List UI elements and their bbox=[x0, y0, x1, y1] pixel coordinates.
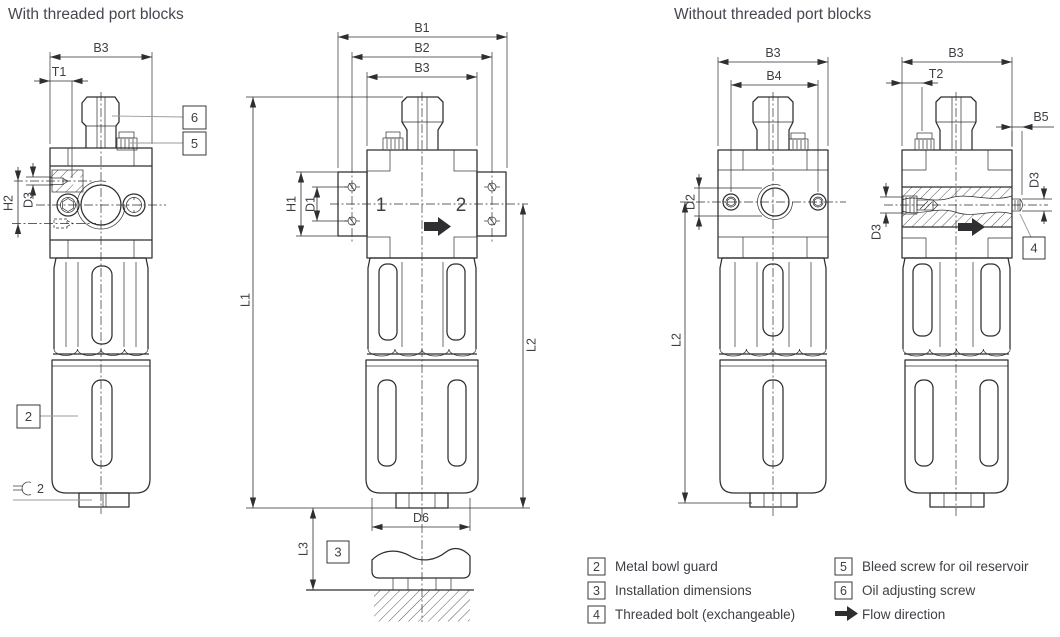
callout-4: 4 bbox=[1030, 241, 1037, 256]
flow-direction-arrow-icon-v4 bbox=[958, 218, 985, 236]
callout-3-box bbox=[326, 540, 350, 564]
callout-3: 3 bbox=[334, 545, 341, 560]
dim-label-b1: B1 bbox=[414, 21, 429, 35]
legend-key-box-4 bbox=[587, 605, 606, 624]
legend-key-5: 5 bbox=[840, 560, 847, 574]
callout-5-box bbox=[182, 131, 207, 156]
dim-label-h2: H2 bbox=[1, 195, 15, 211]
dim-label-d1: D1 bbox=[303, 196, 317, 212]
legend-label-metal-bowl-guard: Metal bowl guard bbox=[615, 559, 718, 574]
dim-label-d6: D6 bbox=[413, 511, 429, 525]
legend-label-flow-direction: Flow direction bbox=[862, 607, 945, 622]
legend-key-box-6 bbox=[834, 581, 853, 600]
section-title-without-blocks: Without threaded port blocks bbox=[674, 6, 872, 23]
callout-5: 5 bbox=[191, 136, 198, 151]
legend-key-6: 6 bbox=[840, 584, 847, 598]
view-side-without-port-blocks: B3 T2 B5 D3 D3 4 bbox=[869, 46, 1054, 516]
dim-label-l3: L3 bbox=[296, 542, 310, 556]
port-2-label: 2 bbox=[456, 195, 467, 216]
legend-key-3: 3 bbox=[593, 584, 600, 598]
legend-label-threaded-bolt: Threaded bolt (exchangeable) bbox=[615, 607, 795, 622]
legend-label-bleed-screw: Bleed screw for oil reservoir bbox=[862, 559, 1029, 574]
dim-label-t1: T1 bbox=[52, 65, 67, 79]
legend-flow-direction-arrow-icon bbox=[835, 606, 858, 621]
legend: 2 Metal bowl guard 3 Installation dimens… bbox=[587, 557, 1029, 624]
legend-key-box-3 bbox=[587, 581, 606, 600]
view-front-without-port-blocks: B3 B4 D2 L2 bbox=[669, 46, 846, 516]
callout-2: 2 bbox=[25, 409, 32, 424]
dim-label-b5: B5 bbox=[1033, 110, 1048, 124]
legend-label-oil-adjusting-screw: Oil adjusting screw bbox=[862, 583, 976, 598]
legend-key-box-2 bbox=[587, 557, 606, 576]
callout-6-box bbox=[182, 105, 207, 130]
callout-2-box bbox=[16, 404, 41, 429]
dim-label-l2-v3: L2 bbox=[669, 333, 683, 347]
dim-label-d3-left: D3 bbox=[869, 224, 883, 240]
dim-label-b3: B3 bbox=[93, 41, 108, 55]
dim-label-l2: L2 bbox=[524, 338, 538, 352]
dim-label-h1: H1 bbox=[284, 196, 298, 212]
wrench-size-icon bbox=[13, 481, 32, 496]
view-front-with-port-blocks: 1 2 B1 B2 B3 H1 bbox=[238, 21, 538, 622]
dim-label-b3-v4: B3 bbox=[948, 46, 963, 60]
dim-label-b2: B2 bbox=[414, 41, 429, 55]
dim-label-d3: D3 bbox=[21, 192, 35, 208]
section-title-with-blocks: With threaded port blocks bbox=[8, 6, 184, 23]
dim-label-b3-v3: B3 bbox=[765, 46, 780, 60]
legend-key-2: 2 bbox=[593, 560, 600, 574]
legend-label-installation-dimensions: Installation dimensions bbox=[615, 583, 752, 598]
dim-label-d3-right: D3 bbox=[1027, 172, 1041, 188]
legend-key-box-5 bbox=[834, 557, 853, 576]
port-block-screws bbox=[344, 182, 500, 226]
dim-label-b3-front: B3 bbox=[414, 61, 429, 75]
port-1-label: 1 bbox=[376, 195, 387, 216]
dim-label-t2: T2 bbox=[929, 67, 944, 81]
view-side-with-port-blocks: B3 T1 H2 D3 6 5 2 2 bbox=[1, 41, 207, 514]
legend-key-4: 4 bbox=[593, 608, 600, 622]
dim-label-l1: L1 bbox=[238, 293, 252, 307]
flow-direction-arrow-icon bbox=[424, 217, 451, 236]
wrench-size-label: 2 bbox=[37, 482, 44, 496]
callout-6: 6 bbox=[191, 110, 198, 125]
callout-4-box bbox=[1022, 236, 1046, 260]
dim-label-b4: B4 bbox=[766, 69, 781, 83]
